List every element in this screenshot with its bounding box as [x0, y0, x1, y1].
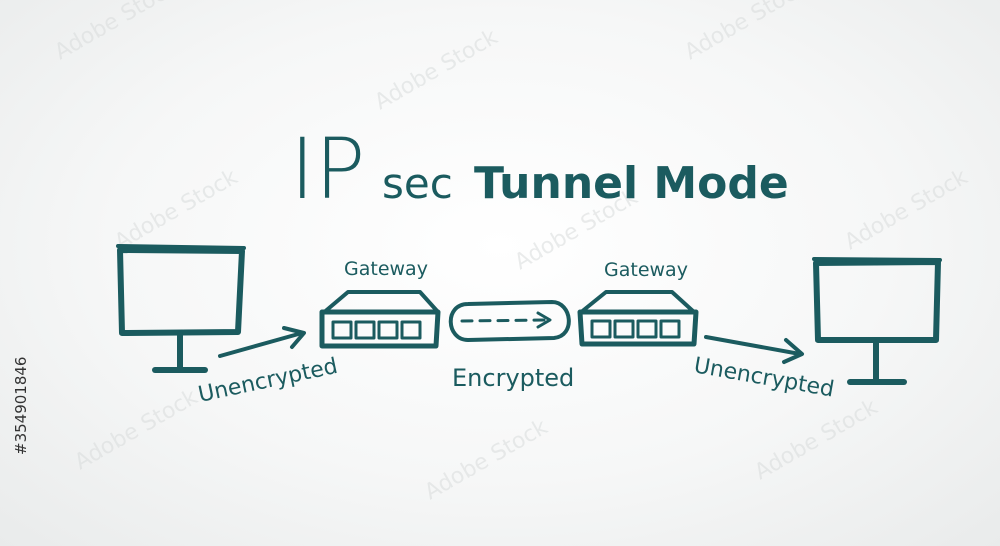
- left-monitor-icon: [116, 244, 246, 373]
- gateway-ports: [331, 320, 422, 340]
- gateway-left-label: Gateway: [344, 258, 428, 280]
- title-tunnel-mode: Tunnel Mode: [474, 158, 789, 209]
- right-arrow-icon: [704, 335, 804, 364]
- side-code: #354901846: [12, 357, 30, 455]
- left-gateway-icon: [319, 290, 441, 349]
- right-monitor-icon: [812, 257, 942, 385]
- watermark: Adobe Stock: [51, 0, 183, 65]
- watermark: Adobe Stock: [421, 415, 553, 506]
- watermark: Adobe Stock: [841, 165, 973, 256]
- tunnel-icon: [448, 300, 571, 342]
- watermark: Adobe Stock: [371, 25, 503, 116]
- watermark: Adobe Stock: [751, 395, 883, 486]
- gateway-right-label: Gateway: [604, 259, 688, 281]
- watermark: Adobe Stock: [71, 385, 203, 476]
- watermark: Adobe Stock: [111, 165, 243, 256]
- left-arrow-icon: [218, 326, 306, 358]
- title-ip: IP: [290, 120, 365, 218]
- gateway-ports: [590, 319, 681, 339]
- unencrypted-left-label: Unencrypted: [196, 354, 340, 408]
- title-sec: sec: [382, 159, 453, 208]
- side-code-text: #354901846: [12, 357, 30, 455]
- right-gateway-icon: [577, 290, 699, 347]
- watermark: Adobe Stock: [681, 0, 813, 65]
- encrypted-label: Encrypted: [452, 364, 574, 392]
- diagram-title: IP sec Tunnel Mode: [290, 120, 789, 218]
- unencrypted-right-label: Unencrypted: [692, 353, 836, 402]
